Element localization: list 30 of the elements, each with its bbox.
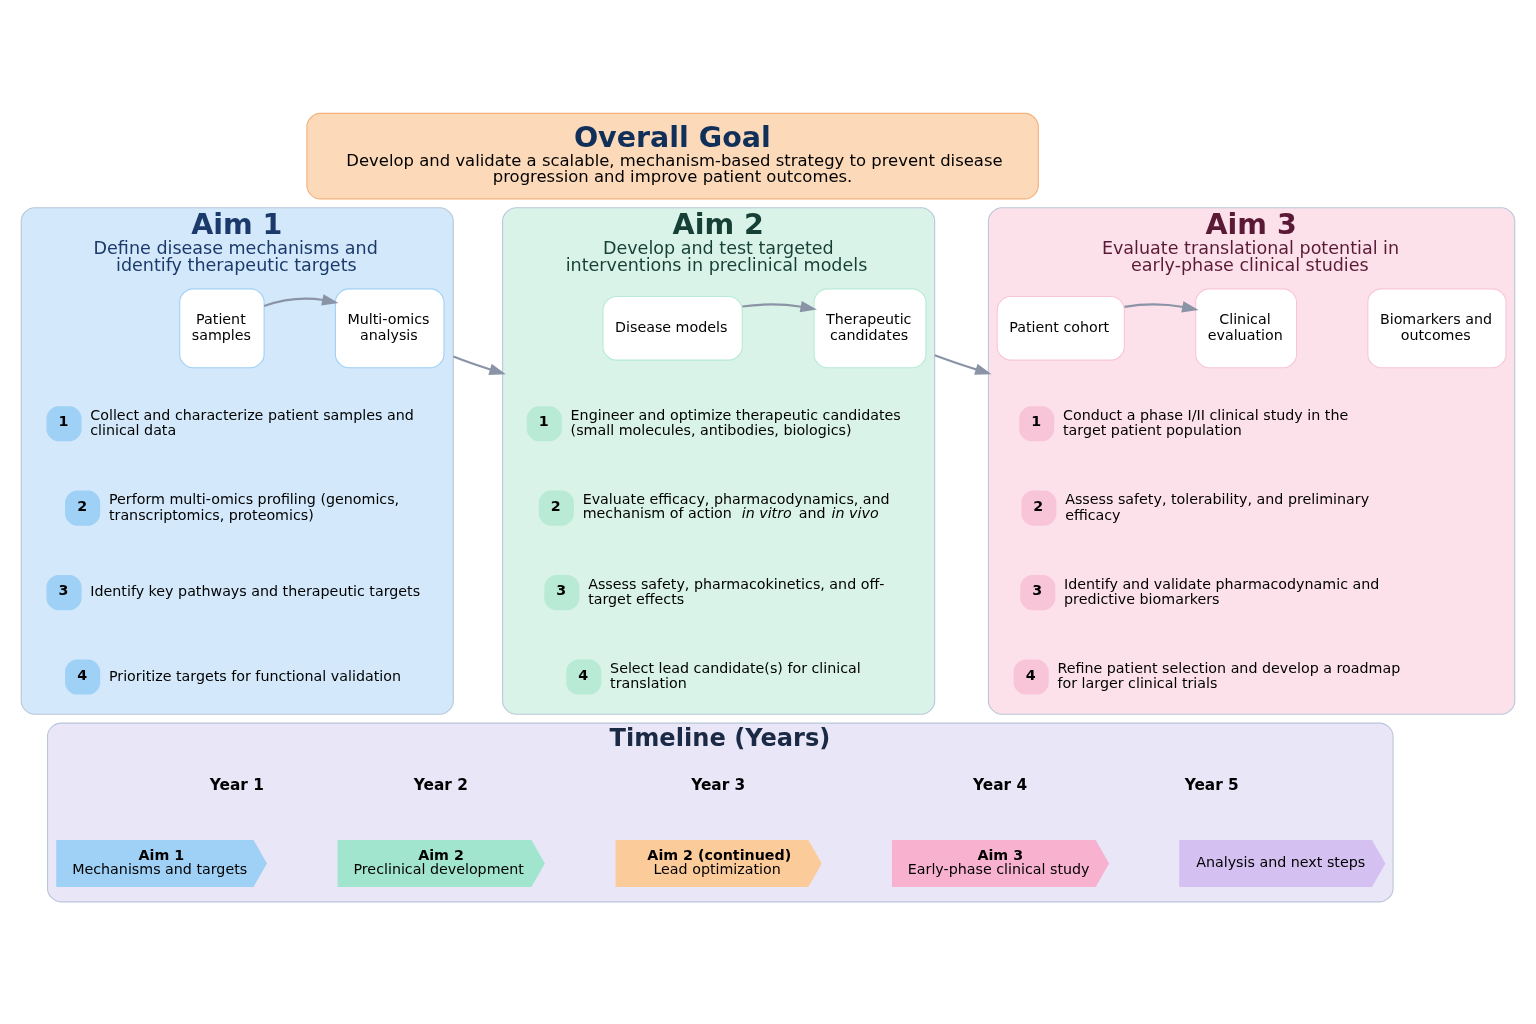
- node-label: Evaluate efficacy, pharmacodynamics, and mechanism of action in vitro and in vivo: [582, 491, 890, 522]
- node-label: Year 3: [691, 775, 746, 794]
- arrow: [263, 294, 339, 308]
- node-box: Multi-omics analysis: [334, 288, 445, 369]
- arrow: [452, 355, 506, 375]
- node-label: Refine patient selection and develop a roadmap for larger clinical trials: [1057, 660, 1401, 692]
- node-box: Patient samples: [179, 288, 265, 369]
- node-label: Year 2: [413, 775, 468, 794]
- node-box: Biomarkers and outcomes: [1367, 288, 1507, 369]
- node-label: Year 1: [209, 775, 264, 794]
- node-label: Assess safety, tolerability, and preliminary efficacy: [1065, 491, 1370, 523]
- node-label: Engineer and optimize therapeutic candidates (small molecules, antibodies, biologics): [570, 406, 901, 439]
- arrow: [742, 300, 817, 313]
- node-label: Conduct a phase I/II clinical study in the target patient population: [1062, 406, 1349, 439]
- node-label: Identify key pathways and therapeutic targets: [90, 583, 421, 600]
- node-label: Perform multi-omics profiling (genomics, transcriptomics, proteomics): [108, 491, 400, 523]
- node-label: Select lead candidate(s) for clinical translation: [610, 660, 861, 692]
- arrow: [1124, 301, 1199, 313]
- node-label: Year 4: [973, 775, 1028, 794]
- node-box: Overall Goal Develop and validate a scalable, mechanism-based strategy to prevent disease progression and improve patient outcomes.: [306, 112, 1039, 200]
- arrow: [934, 354, 992, 375]
- node-label: Year 5: [1184, 775, 1239, 794]
- node-box: Therapeutic candidates: [813, 288, 927, 369]
- node-label: Collect and characterize patient samples and clinical data: [90, 406, 414, 439]
- node-box: Patient cohort: [996, 295, 1125, 361]
- node-box: Disease models: [602, 295, 743, 361]
- node-label: Identify and validate pharmacodynamic and predictive biomarkers: [1064, 575, 1380, 607]
- node-label: Prioritize targets for functional validation: [108, 667, 401, 684]
- node-box: Clinical evaluation: [1195, 288, 1298, 369]
- node-label: Assess safety, pharmacokinetics, and off-target effects: [588, 575, 885, 607]
